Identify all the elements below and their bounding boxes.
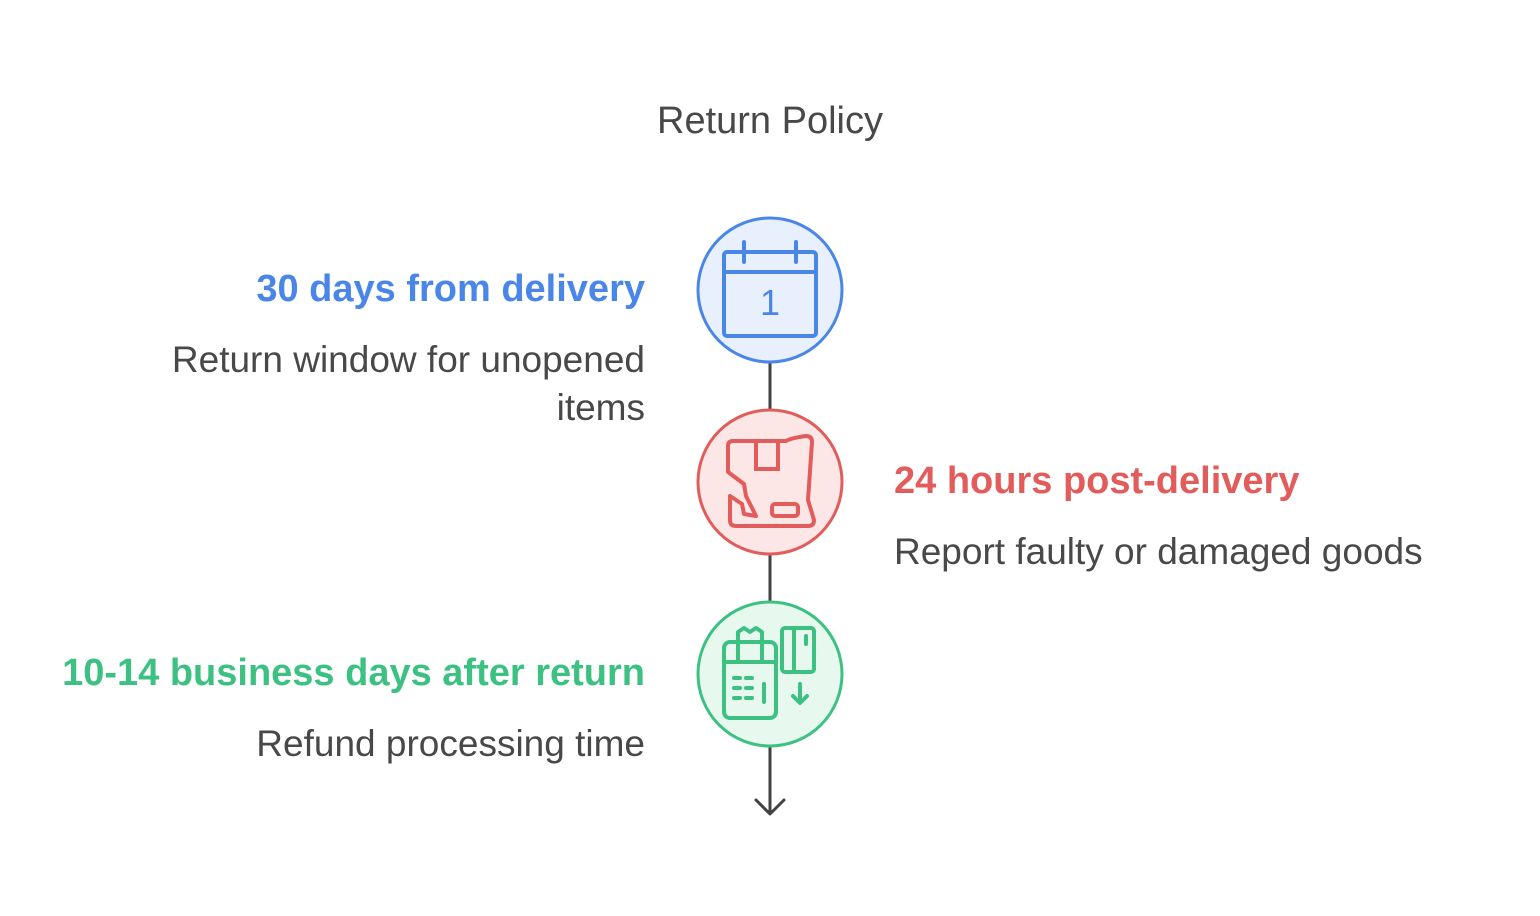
payment-terminal-icon	[696, 600, 844, 748]
diagram-title: Return Policy	[657, 100, 883, 142]
calendar-icon: 1	[696, 216, 844, 364]
svg-text:1: 1	[760, 282, 780, 323]
step-2-description: Report faulty or damaged goods	[894, 531, 1423, 572]
step-2-node	[696, 408, 844, 556]
step-3-node	[696, 600, 844, 748]
damaged-box-icon	[696, 408, 844, 556]
step-3-label: 10-14 business days after return Refund …	[62, 650, 645, 768]
step-3-description: Refund processing time	[256, 723, 645, 764]
step-2-label: 24 hours post-delivery Report faulty or …	[894, 458, 1423, 576]
step-2-heading: 24 hours post-delivery	[894, 460, 1300, 502]
step-1-heading: 30 days from delivery	[256, 268, 645, 310]
step-3-heading: 10-14 business days after return	[62, 652, 645, 694]
arrow-down-icon	[754, 798, 786, 816]
step-1-description: Return window for unopened items	[171, 339, 645, 428]
step-1-label: 30 days from delivery Return window for …	[125, 266, 645, 432]
step-1-node: 1	[696, 216, 844, 364]
